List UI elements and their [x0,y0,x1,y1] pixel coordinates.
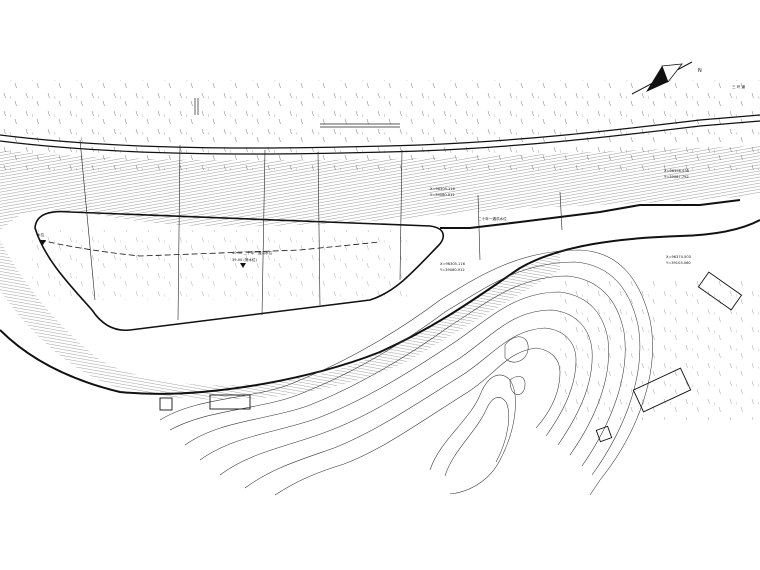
north-arrow-icon: N [631,61,702,95]
spot-label: Y=39103.060 [666,261,691,265]
road [0,114,760,155]
water-body [34,210,445,332]
hill-contours [159,249,653,496]
ground-texture [0,80,760,420]
water-level-marker-1 [40,240,46,245]
north-arrow-letter: N [698,68,702,74]
buildings [159,271,743,443]
spot-label: X=96305.116 [440,262,466,266]
place-label: 三 环 道 [732,84,745,89]
water-level-marker-2 [240,263,246,268]
spot-label: 二十年一遇洪水位 [478,216,507,221]
spot-label: X=96356.438 [664,169,690,173]
spot-label: Y=39080.912 [430,193,455,197]
spot-labels: 水位 40.50 二十年一遇洪水位 39.00 (常水位) X=96305.11… [37,169,691,272]
section-lines [79,139,563,321]
top-posts [194,98,400,128]
site-boundary [0,199,760,395]
spot-label: 39.00 (常水位) [232,257,258,262]
spot-label: Y=39080.912 [440,268,465,272]
spot-label: 水位 [37,232,45,237]
spot-label: Y=39087.792 [664,175,689,179]
embankment-hatch [0,146,760,400]
spot-label: X=96305.116 [430,187,456,191]
spot-label: 40.50 二十年一遇洪水位 [232,250,273,255]
spot-label: X=96374.503 [666,255,691,259]
